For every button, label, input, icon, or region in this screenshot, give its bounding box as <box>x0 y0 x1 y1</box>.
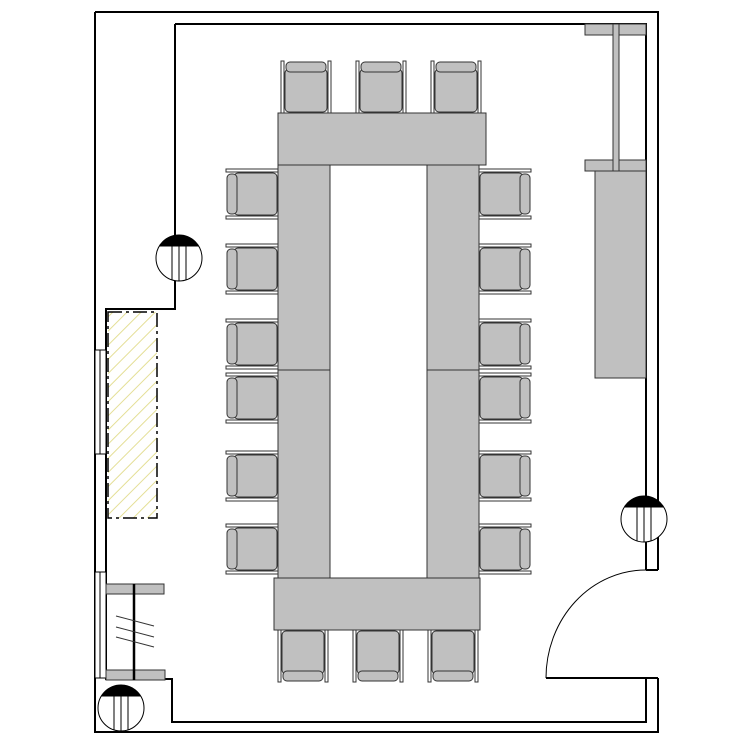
table-left-section-lower <box>277 369 331 579</box>
window-left-upper <box>94 349 107 455</box>
chair-right-3 <box>478 318 532 370</box>
chair-right-6 <box>478 523 532 575</box>
chair-top-3 <box>430 60 482 114</box>
door-swing-arc <box>545 569 647 679</box>
chair-right-5 <box>478 450 532 502</box>
chair-left-4 <box>225 372 279 424</box>
conference-table <box>273 112 487 631</box>
shelf-top-right <box>584 23 647 172</box>
chair-right-4 <box>478 372 532 424</box>
hatched-zone <box>107 311 158 519</box>
chair-right-2 <box>478 243 532 295</box>
shelf-bottom-left <box>105 583 166 681</box>
chair-top-1 <box>280 60 332 114</box>
table-right-section-lower <box>426 369 480 579</box>
ceiling-light-icon-bottom-left <box>97 684 145 732</box>
table-bottom-section <box>273 577 481 631</box>
chair-left-5 <box>225 450 279 502</box>
table-left-section-upper <box>277 164 331 371</box>
chair-left-2 <box>225 243 279 295</box>
cabinet-right <box>594 170 647 379</box>
door-jamb <box>646 569 658 679</box>
table-top-section <box>277 112 487 166</box>
ceiling-light-icon-left <box>155 234 203 282</box>
chair-left-3 <box>225 318 279 370</box>
chair-left-1 <box>225 168 279 220</box>
door[interactable] <box>545 569 647 679</box>
chair-top-2 <box>355 60 407 114</box>
chair-bottom-3 <box>427 629 479 683</box>
chair-left-6 <box>225 523 279 575</box>
chair-right-1 <box>478 168 532 220</box>
table-right-section-upper <box>426 164 480 371</box>
chair-bottom-1 <box>277 629 329 683</box>
window-left-lower <box>94 571 107 679</box>
chair-bottom-2 <box>352 629 404 683</box>
ceiling-light-icon-right <box>620 495 668 543</box>
